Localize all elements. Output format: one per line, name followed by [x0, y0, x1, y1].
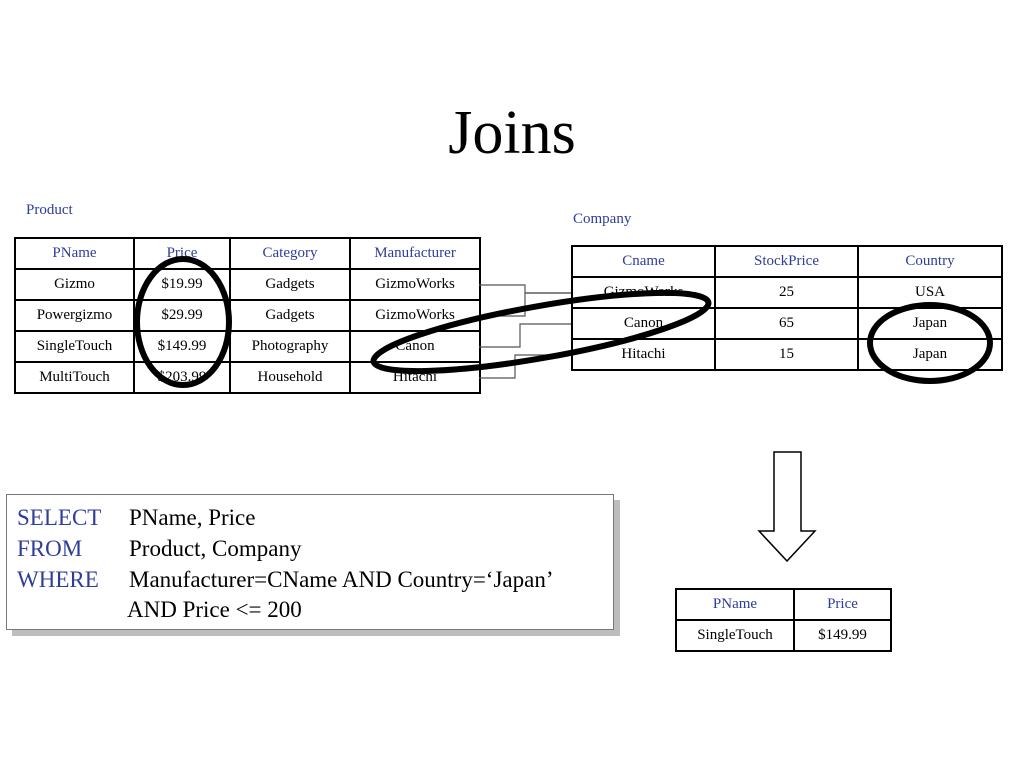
- column-header-pname: PName: [675, 588, 795, 621]
- table-cell: $203.99: [133, 361, 231, 394]
- table-cell: Japan: [857, 338, 1003, 371]
- column-header-price: Price: [133, 237, 231, 270]
- result-table: PName Price SingleTouch $149.99: [675, 588, 892, 652]
- table-row: SingleTouch $149.99: [675, 619, 892, 652]
- table-cell: 15: [714, 338, 859, 371]
- table-cell: SingleTouch: [675, 619, 795, 652]
- sql-where-line: WHERE Manufacturer=CName AND Country=‘Jap…: [17, 565, 554, 595]
- table-row: SingleTouch $149.99 Photography Canon: [14, 330, 481, 363]
- table-cell: Hitachi: [349, 361, 481, 394]
- sql-keyword-where: WHERE: [17, 567, 99, 592]
- company-caption: Company: [573, 211, 632, 227]
- table-cell: Gizmo: [14, 268, 135, 301]
- table-cell: Household: [229, 361, 351, 394]
- column-header-category: Category: [229, 237, 351, 270]
- table-cell: Photography: [229, 330, 351, 363]
- table-cell: GizmoWorks: [349, 299, 481, 332]
- column-header-price: Price: [793, 588, 892, 621]
- table-row: Powergizmo $29.99 Gadgets GizmoWorks: [14, 299, 481, 332]
- table-cell: Hitachi: [571, 338, 716, 371]
- product-caption: Product: [26, 202, 73, 218]
- sql-select-line: SELECT PName, Price: [17, 503, 255, 533]
- column-header-stockprice: StockPrice: [714, 245, 859, 278]
- table-cell: Canon: [571, 307, 716, 340]
- slide-title: Joins: [448, 99, 576, 167]
- table-row: Hitachi 15 Japan: [571, 338, 1003, 371]
- table-cell: Powergizmo: [14, 299, 135, 332]
- join-connector-lines: [479, 284, 571, 379]
- table-row: MultiTouch $203.99 Household Hitachi: [14, 361, 481, 394]
- column-header-cname: Cname: [571, 245, 716, 278]
- table-cell: SingleTouch: [14, 330, 135, 363]
- sql-and-line: AND Price <= 200: [127, 595, 302, 625]
- column-header-manufacturer: Manufacturer: [349, 237, 481, 270]
- table-header-row: PName Price Category Manufacturer: [14, 237, 481, 270]
- table-cell: 65: [714, 307, 859, 340]
- table-cell: Gadgets: [229, 268, 351, 301]
- product-table: PName Price Category Manufacturer Gizmo …: [14, 237, 481, 394]
- sql-keyword-from: FROM: [17, 536, 83, 561]
- table-cell: MultiTouch: [14, 361, 135, 394]
- table-cell: $149.99: [133, 330, 231, 363]
- column-header-country: Country: [857, 245, 1003, 278]
- table-row: Canon 65 Japan: [571, 307, 1003, 340]
- table-cell: USA: [857, 276, 1003, 309]
- sql-keyword-select: SELECT: [17, 505, 102, 530]
- table-cell: Canon: [349, 330, 481, 363]
- sql-and-condition: AND Price <= 200: [127, 597, 302, 622]
- down-arrow-icon: [757, 451, 817, 563]
- table-cell: Japan: [857, 307, 1003, 340]
- sql-where-condition: Manufacturer=CName AND Country=‘Japan’: [129, 567, 554, 592]
- table-cell: $149.99: [793, 619, 892, 652]
- table-cell: Gadgets: [229, 299, 351, 332]
- sql-from-line: FROM Product, Company: [17, 534, 302, 564]
- table-cell: $19.99: [133, 268, 231, 301]
- table-row: Gizmo $19.99 Gadgets GizmoWorks: [14, 268, 481, 301]
- column-header-pname: PName: [14, 237, 135, 270]
- sql-select-columns: PName, Price: [129, 505, 256, 530]
- table-row: GizmoWorks 25 USA: [571, 276, 1003, 309]
- table-cell: 25: [714, 276, 859, 309]
- table-header-row: Cname StockPrice Country: [571, 245, 1003, 278]
- table-cell: $29.99: [133, 299, 231, 332]
- table-cell: GizmoWorks: [571, 276, 716, 309]
- table-cell: GizmoWorks: [349, 268, 481, 301]
- table-header-row: PName Price: [675, 588, 892, 621]
- sql-from-tables: Product, Company: [129, 536, 302, 561]
- company-table: Cname StockPrice Country GizmoWorks 25 U…: [571, 245, 1003, 371]
